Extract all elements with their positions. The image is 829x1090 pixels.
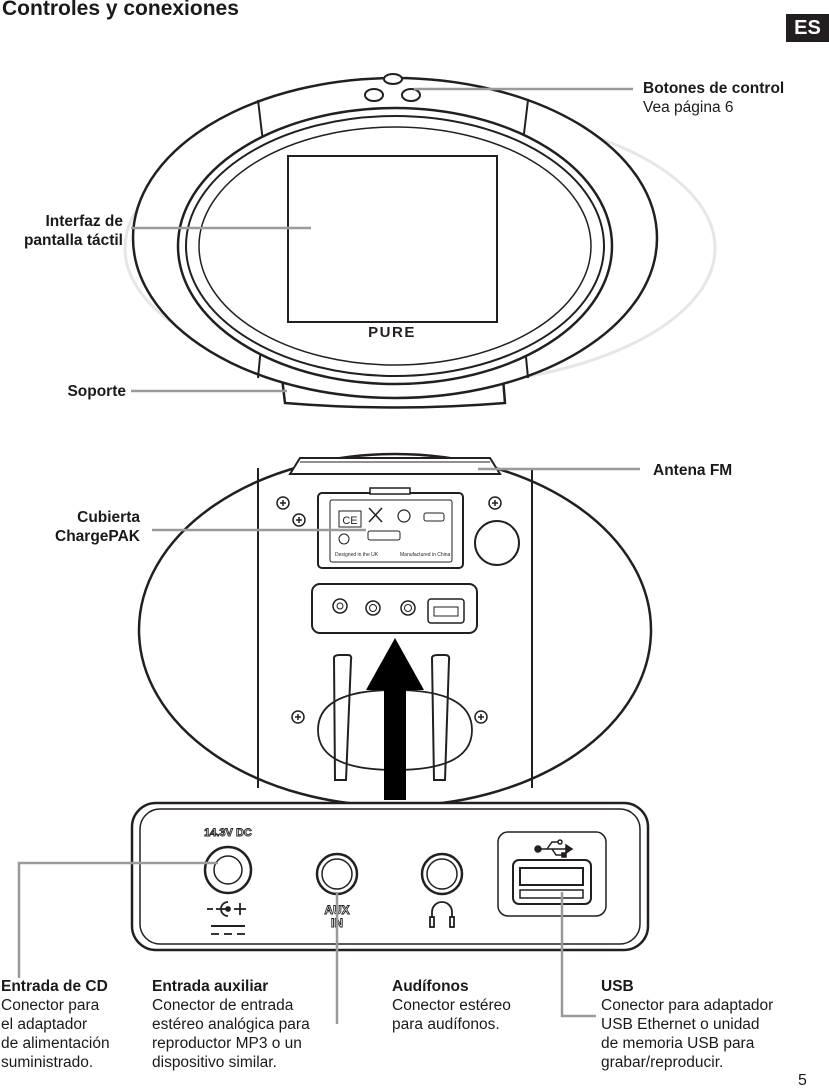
pure-logo: PURE	[368, 324, 416, 341]
callout-desc-line: reproductor MP3 o un	[152, 1035, 302, 1052]
manufactured-text: Manufactured in China	[400, 552, 451, 558]
usb-symbol-icon	[534, 839, 574, 858]
callout-title: USB	[601, 978, 634, 995]
callout-desc-line: USB Ethernet o unidad	[601, 1016, 760, 1033]
callout-touch-screen: Interfaz de pantalla táctil	[2, 212, 123, 250]
ce-mark: CE	[342, 515, 357, 527]
callout-title-line2: ChargePAK	[55, 528, 140, 545]
callout-desc: Vea página 6	[643, 99, 734, 116]
callout-title: Botones de control	[643, 80, 785, 97]
callout-desc-line: Conector para	[1, 997, 100, 1014]
callout-title: Soporte	[67, 383, 126, 400]
dc-label: 14.3V DC	[204, 827, 252, 839]
made-in-text: Designed in the UK	[335, 552, 379, 558]
callout-title: Entrada de CD	[1, 978, 108, 995]
dc-polarity-icon	[207, 901, 246, 935]
callout-usb: USB Conector para adaptador USB Ethernet…	[601, 977, 773, 1072]
callout-desc-line: Conector para adaptador	[601, 997, 774, 1014]
callout-desc-line: el adaptador	[1, 1016, 88, 1033]
callout-title: Entrada auxiliar	[152, 978, 269, 995]
callout-control-buttons: Botones de control Vea página 6	[643, 79, 784, 117]
headphone-icon	[429, 901, 455, 928]
front-view-device	[123, 73, 717, 409]
callout-stand: Soporte	[2, 382, 126, 401]
callout-headphones: Audífonos Conector estéreo para audífono…	[392, 977, 511, 1034]
callout-desc-line: Conector de entrada	[152, 997, 294, 1014]
page-number: 5	[798, 1072, 807, 1089]
callout-desc-line: de alimentación	[1, 1035, 110, 1052]
callout-desc-line: grabar/reproducir.	[601, 1054, 724, 1071]
leader-lines	[17, 87, 640, 1024]
rear-view-device: CE Designed in the UK Manufactured in Ch…	[137, 452, 653, 808]
callout-desc-line: estéreo analógica para	[152, 1016, 310, 1033]
callout-title-line1: Cubierta	[77, 509, 140, 526]
connector-panel	[130, 801, 650, 952]
callout-desc-line: para audífonos.	[392, 1016, 500, 1033]
callout-desc-line: Conector estéreo	[392, 997, 511, 1014]
callout-aux-input: Entrada auxiliar Conector de entrada est…	[152, 977, 310, 1072]
callout-title: Antena FM	[653, 462, 733, 479]
callout-title: Audífonos	[392, 978, 469, 995]
callout-fm-antenna: Antena FM	[653, 461, 732, 480]
callout-dc-input: Entrada de CD Conector para el adaptador…	[1, 977, 110, 1072]
page-title: Controles y conexiones	[2, 0, 239, 20]
callout-desc-line: dispositivo similar.	[152, 1054, 277, 1071]
up-arrow	[366, 638, 424, 800]
language-badge: ES	[786, 14, 829, 42]
callout-title-line1: Interfaz de	[45, 213, 123, 230]
callout-desc-line: suministrado.	[1, 1054, 94, 1071]
callout-title-line2: pantalla táctil	[23, 232, 123, 249]
callout-desc-line: de memoria USB para	[601, 1035, 755, 1052]
callout-chargepak-cover: Cubierta ChargePAK	[2, 508, 140, 546]
